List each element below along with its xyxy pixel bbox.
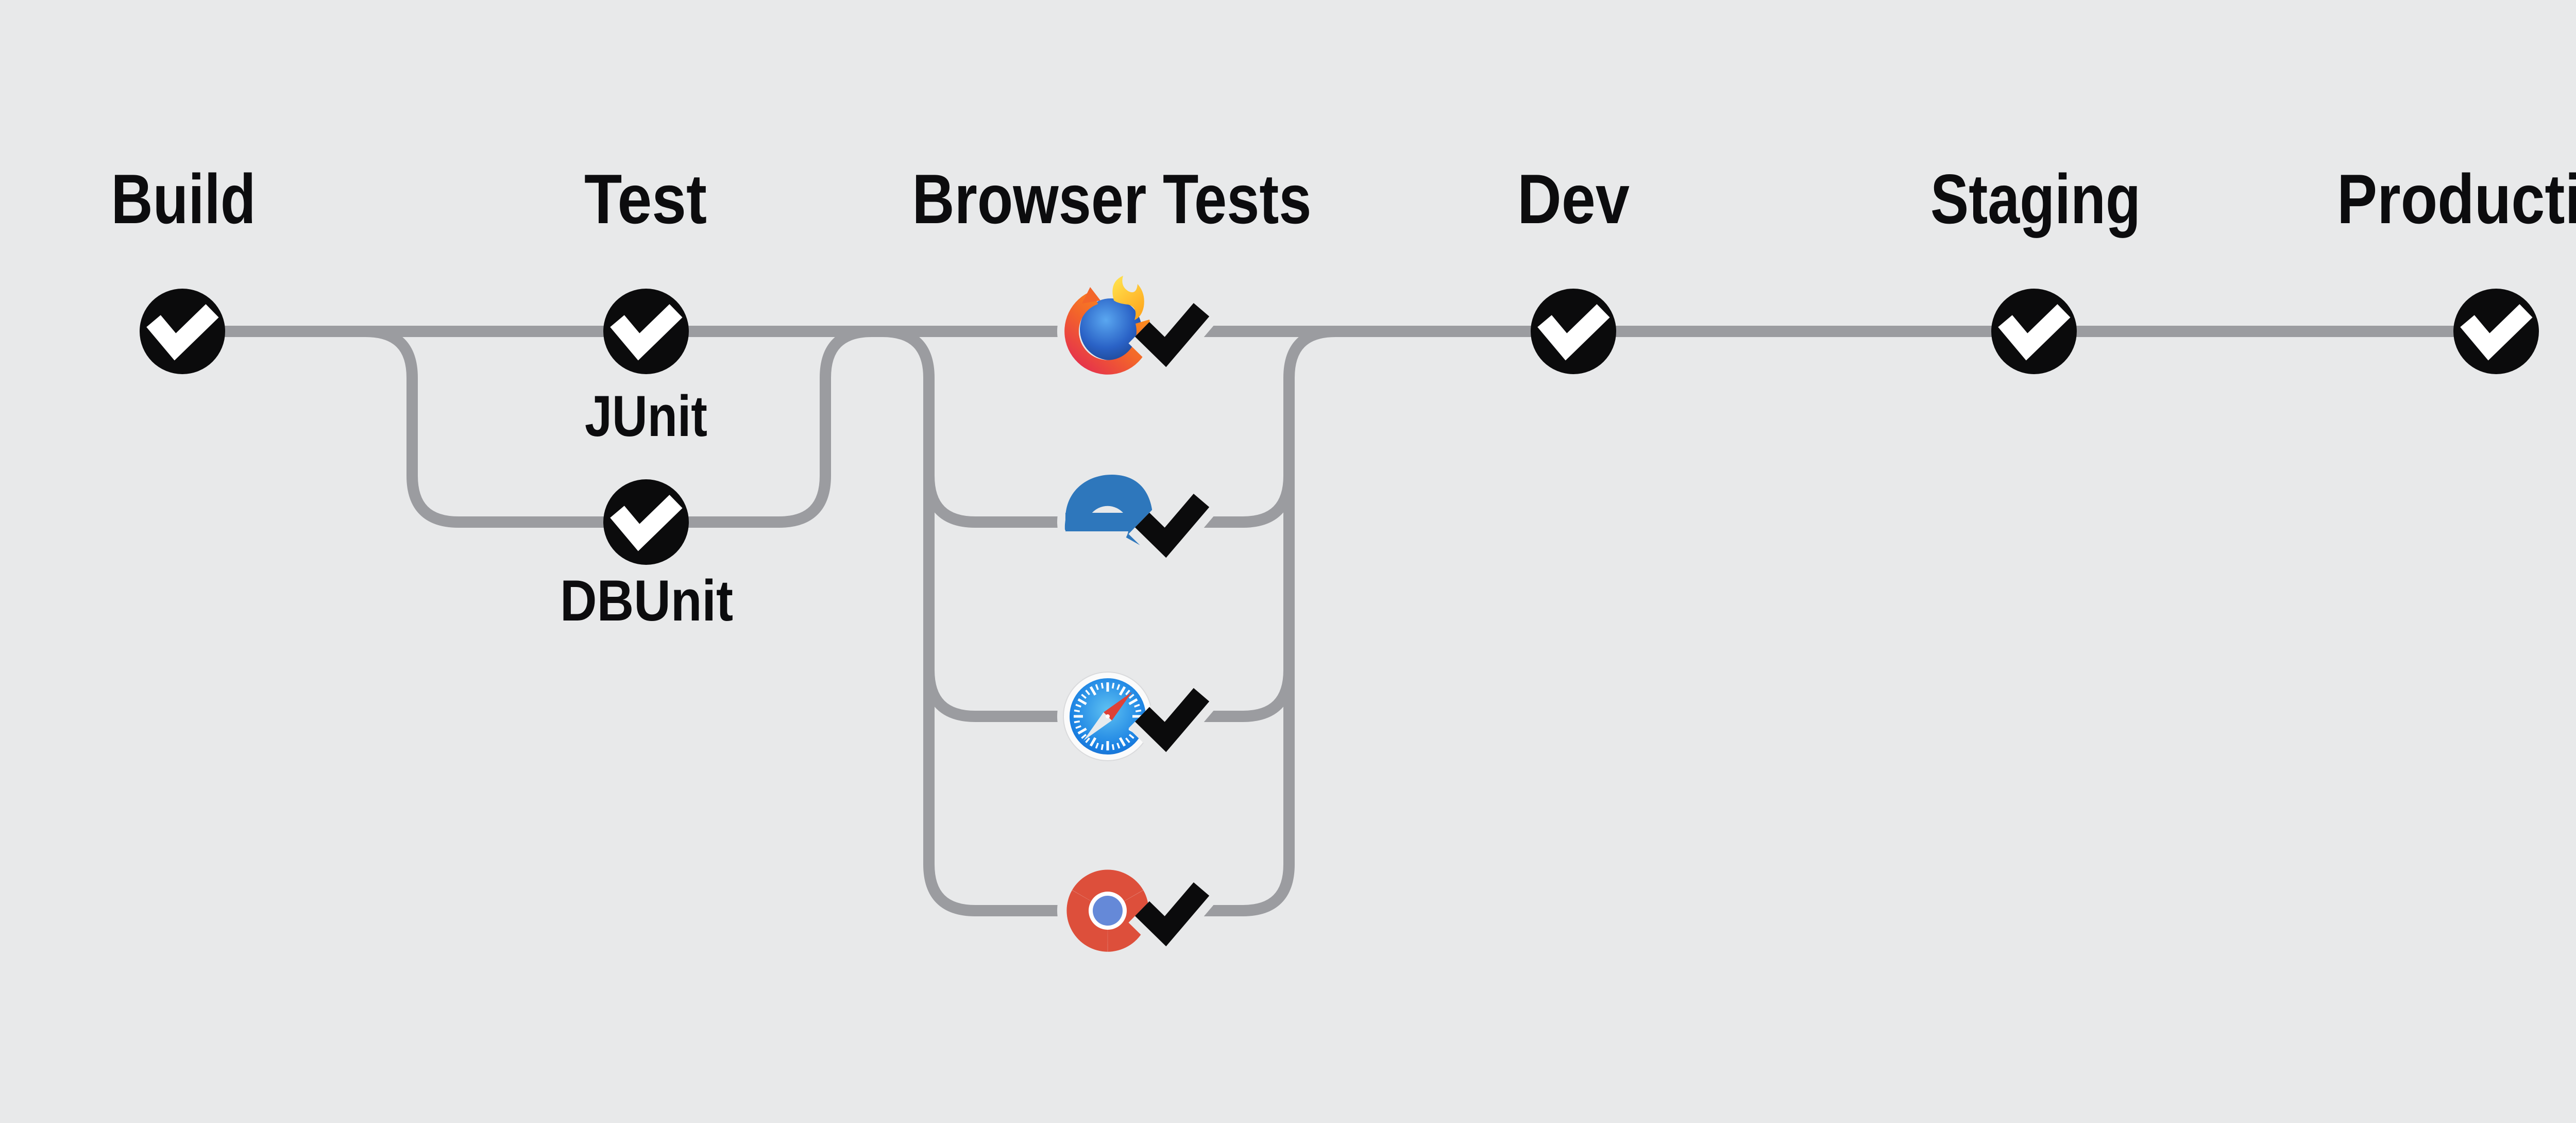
connector-merge-edge [1108,475,1295,528]
firefox-check [1128,297,1216,381]
chrome-check [1128,876,1216,960]
connector-branch-safari [923,669,1108,722]
firefox-globe [1080,298,1142,360]
check-icon [1135,494,1210,558]
connector-lines [182,326,2496,916]
stage-label-build: Build [111,160,256,238]
connector-branch-edge [923,475,1108,528]
chrome-hub [1093,896,1123,926]
chrome-red-sector [1072,869,1143,911]
safari-pivot [1106,714,1110,718]
check-icon [1135,303,1210,367]
sub-label-dbunit: DBUnit [560,568,733,633]
stage-label-dev: Dev [1517,160,1630,238]
check-icon [610,304,683,361]
stage-label-test: Test [584,160,707,238]
connector-split-dbunit [365,326,646,528]
stage-label-staging: Staging [1930,160,2141,238]
safari-icon[interactable] [1057,666,1158,767]
firefox-fox-body [1064,291,1151,375]
stage-node-staging[interactable] [1991,289,2077,374]
stage-node-dbunit[interactable] [603,479,689,565]
stage-node-junit[interactable] [603,289,689,374]
firefox-ear [1082,287,1100,304]
safari-needle-white [1083,712,1112,741]
check-icon [1998,304,2071,361]
stage-label-production: Production [2337,160,2576,238]
chrome-icon[interactable] [1054,860,1161,962]
safari-check [1128,682,1216,766]
check-icon [1135,882,1210,947]
firefox-icon[interactable] [1057,276,1158,382]
check-icon [610,495,683,551]
stage-node-build[interactable] [140,289,225,374]
safari-needle-red [1104,692,1132,720]
check-icon [1537,304,1610,361]
edge-swoosh [1065,475,1153,521]
check-icon [146,304,219,361]
connector-merge-dbunit [646,326,872,528]
connector-split-browsers [882,326,1108,916]
stage-node-dev[interactable] [1531,289,1616,374]
firefox-flame [1112,276,1144,320]
stage-node-production[interactable] [2453,289,2539,374]
connector-merge-safari [1108,669,1295,722]
edge-check [1128,488,1216,572]
check-icon [1135,688,1210,752]
connector-merge-chrome [1108,326,1336,916]
check-icon [2460,304,2533,361]
sub-label-junit: JUnit [585,384,707,448]
stage-label-browser-tests: Browser Tests [912,160,1312,238]
